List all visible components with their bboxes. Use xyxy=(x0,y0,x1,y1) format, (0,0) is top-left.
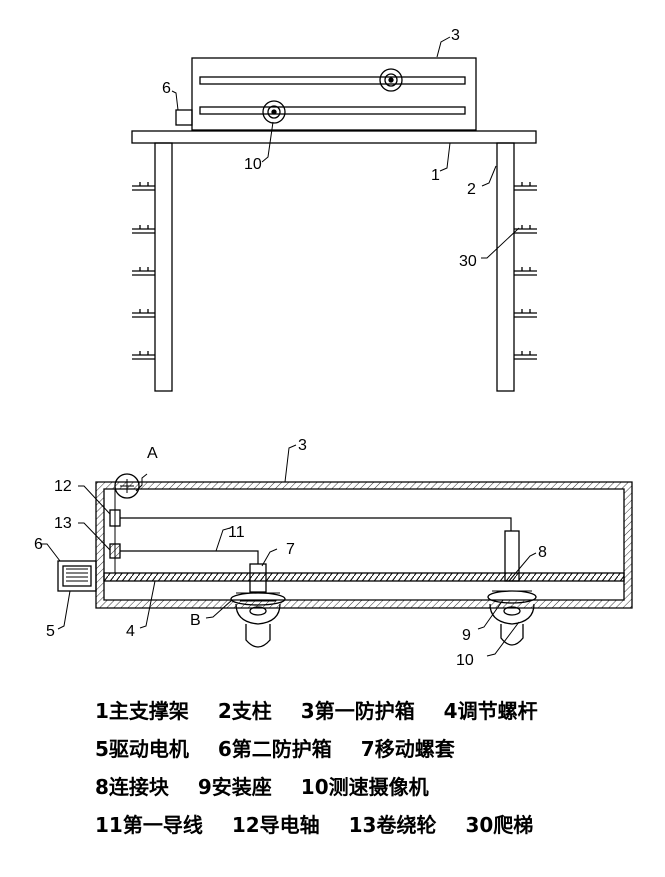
callout-5: 5 xyxy=(46,623,55,640)
detail-circle-A xyxy=(114,473,140,499)
callout-3-fig1: 3 xyxy=(451,27,460,44)
ladder-left xyxy=(132,182,155,360)
callout-12: 12 xyxy=(54,478,72,495)
legend-line: 5驱动电机 6第二防护箱 7移动螺套 xyxy=(95,730,655,768)
pillar-left xyxy=(154,142,173,392)
main-support-frame xyxy=(131,130,537,144)
callout-2-fig1: 2 xyxy=(467,181,476,198)
mounting-seat-9 xyxy=(487,590,537,646)
legend-item: 6第二防护箱 xyxy=(217,737,332,761)
first-protective-box xyxy=(191,57,477,131)
callout-7: 7 xyxy=(286,541,295,558)
callout-1-fig1: 1 xyxy=(431,167,440,184)
legend-item: 7移动螺套 xyxy=(360,737,455,761)
legend-item: 8连接块 xyxy=(95,775,169,799)
legend-item: 3第一防护箱 xyxy=(300,699,415,723)
legend-item: 13卷绕轮 xyxy=(348,813,437,837)
callout-30-fig1: 30 xyxy=(459,253,477,270)
callout-6-fig2: 6 xyxy=(34,536,43,553)
lower-slot xyxy=(199,106,466,115)
second-protective-box xyxy=(175,109,193,126)
adjusting-screw-rod xyxy=(103,572,625,582)
callout-9: 9 xyxy=(462,627,471,644)
ladder-right xyxy=(514,182,537,360)
figure-2-section-view xyxy=(40,444,633,657)
legend-line: 1主支撑架 2支柱 3第一防护箱 4调节螺杆 xyxy=(95,692,655,730)
legend-item: 11第一导线 xyxy=(95,813,203,837)
figure-1-front-view xyxy=(131,36,537,392)
speed-camera-lower xyxy=(262,100,286,124)
callout-B: B xyxy=(190,612,201,629)
legend-item: 30爬梯 xyxy=(465,813,534,837)
pillar-right xyxy=(496,142,515,392)
legend-item: 2支柱 xyxy=(217,699,272,723)
callout-6-fig1: 6 xyxy=(162,80,171,97)
callout-10-fig1: 10 xyxy=(244,156,262,173)
parts-legend: 1主支撑架 2支柱 3第一防护箱 4调节螺杆 5驱动电机 6第二防护箱 7移动螺… xyxy=(95,692,655,844)
second-protective-box-fig2 xyxy=(57,560,97,592)
callout-11: 11 xyxy=(228,524,245,541)
upper-slot xyxy=(199,76,466,85)
callout-A: A xyxy=(147,445,158,462)
legend-line: 8连接块 9安装座 10测速摄像机 xyxy=(95,768,655,806)
moving-screw-sleeve xyxy=(249,563,267,593)
callout-4: 4 xyxy=(126,623,135,640)
callout-8: 8 xyxy=(538,544,547,561)
callout-10-fig2: 10 xyxy=(456,652,474,669)
legend-item: 10测速摄像机 xyxy=(300,775,429,799)
first-wire-lower xyxy=(120,550,259,564)
legend-line: 11第一导线 12导电轴 13卷绕轮 30爬梯 xyxy=(95,806,655,844)
legend-item: 5驱动电机 xyxy=(95,737,189,761)
callout-3-fig2: 3 xyxy=(298,437,307,454)
legend-item: 1主支撑架 xyxy=(95,699,189,723)
mounting-seat-B xyxy=(230,592,286,648)
speed-camera-upper xyxy=(379,68,403,92)
callout-13: 13 xyxy=(54,515,72,532)
legend-item: 9安装座 xyxy=(197,775,272,799)
legend-item: 12导电轴 xyxy=(231,813,320,837)
first-protective-box-wall xyxy=(95,481,633,609)
legend-item: 4调节螺杆 xyxy=(443,699,538,723)
connecting-block xyxy=(504,530,520,582)
drive-motor xyxy=(62,565,92,587)
first-wire-upper xyxy=(120,517,512,531)
